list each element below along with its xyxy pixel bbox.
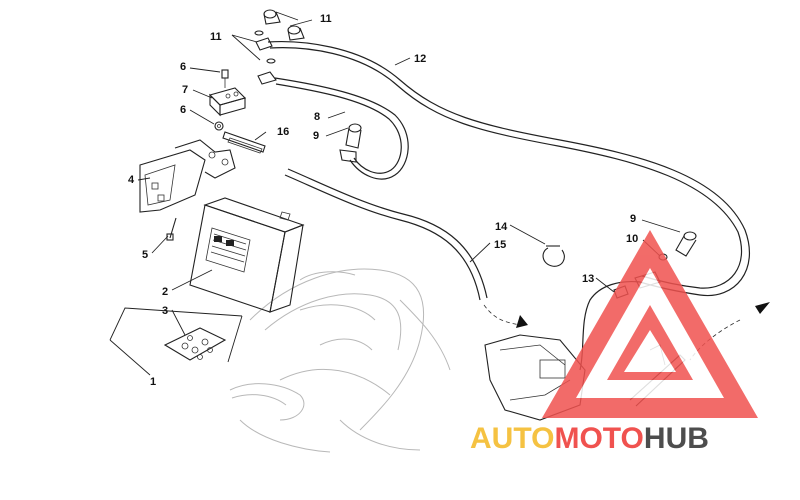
watermark-hub: HUB — [644, 422, 709, 455]
frame-outline — [229, 268, 451, 453]
terminal-ends-top — [255, 37, 277, 85]
arrow-right — [755, 302, 770, 314]
leader-lines — [109, 11, 681, 376]
cable-8 — [274, 77, 409, 180]
cable-15 — [284, 174, 481, 301]
watermark-auto: AUTO — [470, 422, 554, 455]
cable-12-inner — [269, 47, 743, 289]
clamp-14 — [542, 245, 565, 267]
callout-1: 1 — [150, 376, 156, 388]
watermark-moto: MOTO — [554, 422, 643, 455]
callout-3: 3 — [162, 305, 168, 317]
callout-12: 12 — [414, 53, 426, 65]
callout-7: 7 — [182, 84, 188, 96]
cap-10 — [263, 9, 305, 41]
callout-15: 15 — [494, 239, 506, 251]
callout-14: 14 — [495, 221, 508, 233]
watermark-text: AUTOMOTOHUB — [470, 422, 709, 455]
battery-label — [205, 227, 251, 273]
callout-13: 13 — [582, 273, 594, 285]
callout-4: 4 — [128, 174, 135, 186]
screw-5 — [166, 217, 177, 241]
callout-10: 11 — [320, 13, 332, 25]
boot-9-right — [675, 231, 697, 257]
callout-16: 16 — [277, 126, 289, 138]
battery-bracket — [139, 139, 236, 213]
boot-9-top — [339, 123, 362, 163]
callout-11-right: 10 — [626, 233, 638, 245]
callout-6-top: 6 — [180, 61, 186, 73]
cable-8-inner — [275, 83, 402, 174]
callout-9-top: 9 — [313, 130, 319, 142]
arrow-left — [516, 315, 528, 328]
terminal-block — [208, 87, 247, 117]
cable-12 — [267, 41, 750, 297]
ring-11-top — [254, 30, 276, 64]
battery-strap — [222, 131, 266, 154]
callouts: 11 11 6 7 6 8 9 16 12 4 5 2 3 1 14 15 9 … — [128, 13, 638, 388]
callout-6-bottom: 6 — [180, 104, 186, 116]
cable-15-inner — [287, 168, 488, 299]
hardware-kit — [163, 327, 227, 361]
callout-8: 8 — [314, 111, 320, 123]
nut-6-bottom — [214, 121, 224, 131]
callout-2: 2 — [162, 286, 168, 298]
screw-6-top — [221, 69, 229, 88]
battery — [189, 197, 305, 313]
callout-11-top: 11 — [210, 31, 222, 43]
callout-9-right: 9 — [630, 213, 636, 225]
callout-5: 5 — [142, 249, 148, 261]
svg-text:AUTOMOTOHUB: AUTOMOTOHUB — [470, 422, 709, 455]
watermark-logo-triangle — [542, 230, 758, 418]
